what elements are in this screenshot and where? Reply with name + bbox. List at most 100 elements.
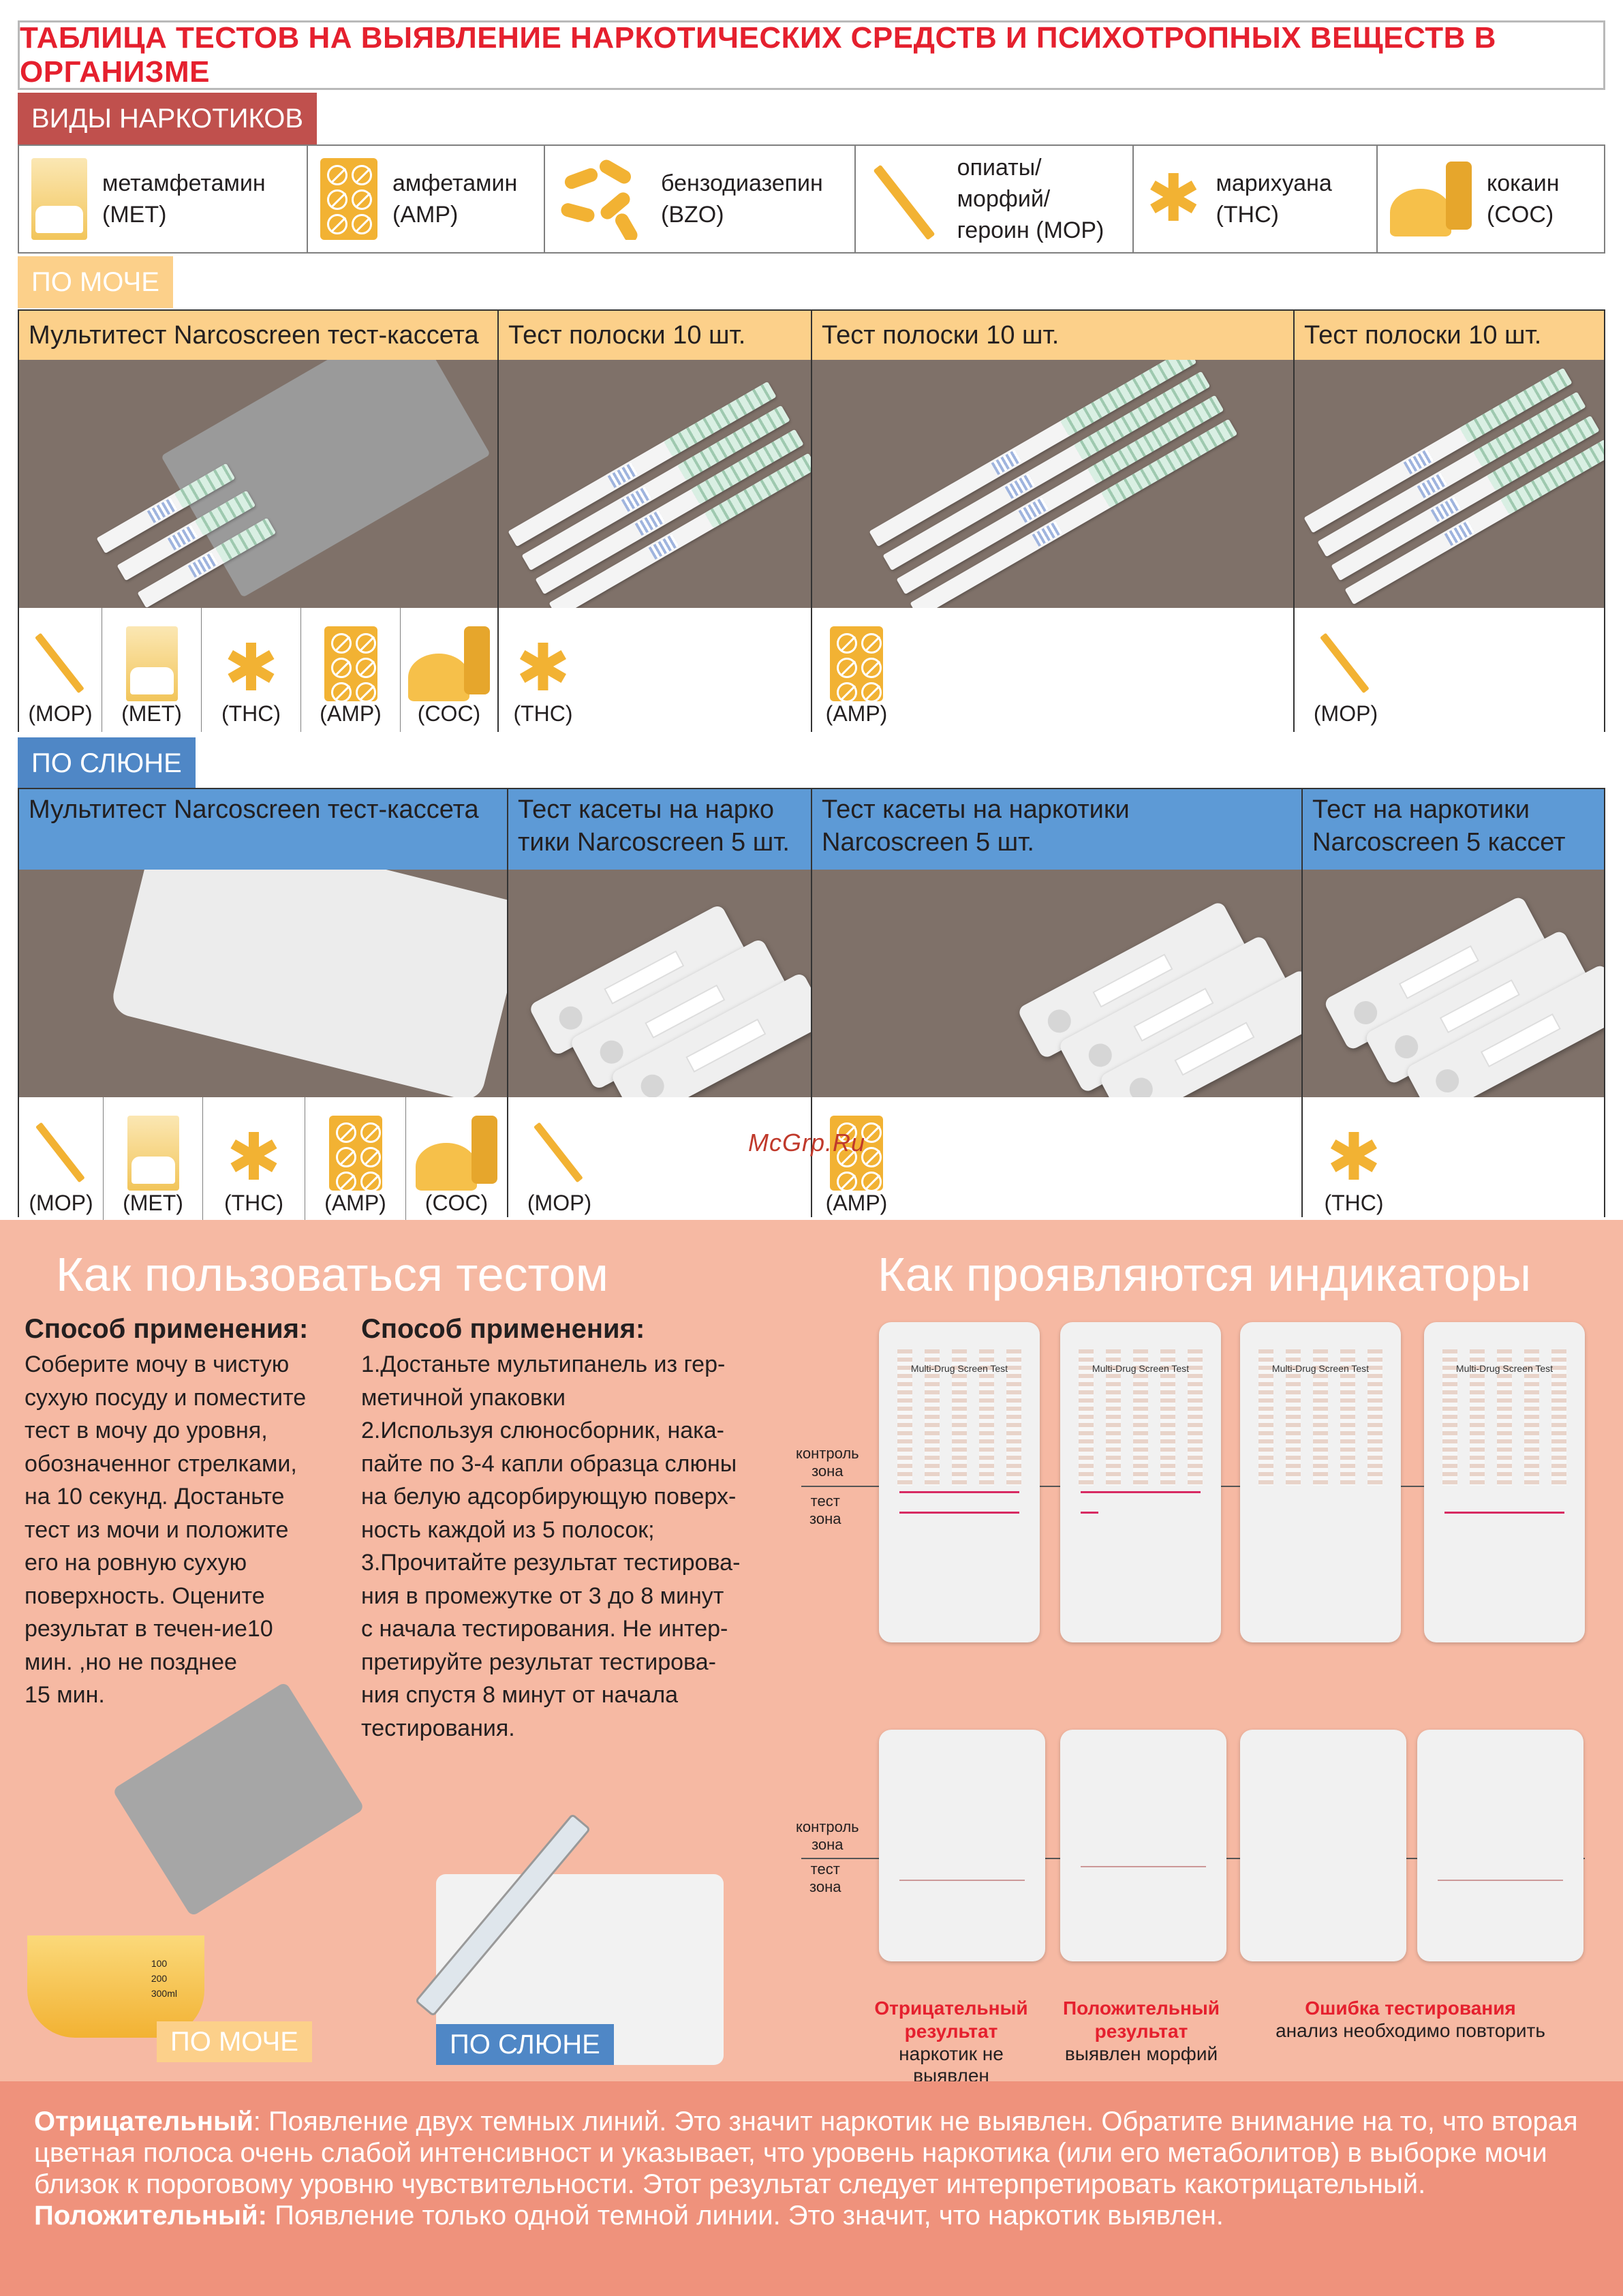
result-title: Ошибка тестирования	[1305, 1997, 1516, 2019]
drug-code: (MET)	[123, 1191, 183, 1215]
icon-cell: (MOP)	[19, 1097, 104, 1221]
drug-code: (THC)	[223, 1191, 284, 1215]
icon-cell: (AMP)	[812, 1097, 901, 1221]
urine-tag-bottom: ПО МОЧЕ	[157, 2021, 312, 2062]
syringe-icon	[31, 1117, 91, 1182]
beaker-mark: 200	[151, 1973, 168, 1984]
product-photo	[1303, 870, 1604, 1097]
negative-text: : Появление двух темных линий. Это значи…	[34, 2107, 1578, 2199]
instructions-section: Как пользоваться тестом Как проявляются …	[0, 1220, 1623, 2086]
positive-explanation: Положительный: Появление только одной те…	[34, 2200, 1589, 2231]
drug-name: марихуана (THC)	[1216, 170, 1332, 228]
beaker-mark: 300ml	[151, 1988, 177, 1999]
drug-code: (THC)	[513, 701, 573, 726]
drug-icons: (MOP) (MET) ✱(THC) (AMP) (COC)	[19, 1097, 507, 1221]
drug-code: (THC)	[221, 701, 281, 726]
urine-method-heading: Способ применения:	[25, 1314, 309, 1344]
icon-cell: (MET)	[102, 608, 202, 732]
panel-title: Тест полоски 10 шт.	[812, 311, 1293, 360]
icon-cell: (MOP)	[19, 608, 102, 732]
drug-name: амфетамин (AMP)	[392, 170, 518, 228]
result-desc: наркотик не выявлен	[899, 2043, 1004, 2086]
indicator-card-saliva	[1240, 1730, 1406, 1961]
beaker-mark: 100	[151, 1958, 168, 1969]
drug-icons: (AMP)	[812, 1097, 1301, 1221]
test-cassette-illustration	[112, 1681, 365, 1917]
icon-cell: (MET)	[104, 1097, 203, 1221]
saliva-method-heading: Способ применения:	[361, 1314, 645, 1344]
bag-icon	[31, 158, 87, 240]
icon-cell: (AMP)	[301, 608, 401, 732]
saliva-method-text: 1.Достаньте мультипанель из гер- метично…	[361, 1351, 741, 1741]
urine-panel-multitest: Мультитест Narcoscreen тест-кассета (MOP…	[18, 309, 499, 732]
product-photo	[1295, 360, 1604, 608]
drug-code: (COC)	[417, 701, 481, 726]
drug-icons: ✱(THC)	[499, 608, 811, 732]
drug-type-coc: кокаин (COC)	[1378, 146, 1604, 252]
pills-icon	[328, 1116, 382, 1192]
leaf-icon: ✱	[515, 632, 571, 705]
product-photo	[508, 870, 811, 1097]
test-zone-label: тест зона	[809, 1493, 841, 1527]
result-positive: Положительный результат выявлен морфий	[1049, 1997, 1233, 2065]
saliva-panel-cassettes-amp: Тест касеты на наркотики Narcoscreen 5 ш…	[811, 788, 1303, 1221]
indicator-card-saliva	[1060, 1730, 1226, 1961]
bag-icon	[125, 626, 178, 701]
result-title: Отрицательный результат	[874, 1997, 1028, 2042]
drug-icons: (MOP)	[1295, 608, 1604, 732]
page-title-box: ТАБЛИЦА ТЕСТОВ НА ВЫЯВЛЕНИЕ НАРКОТИЧЕСКИ…	[18, 20, 1605, 90]
urine-panel-strips-mop: Тест полоски 10 шт. (MOP)	[1293, 309, 1605, 732]
cocaine-icon	[408, 626, 490, 701]
panel-title: Мультитест Narcoscreen тест-кассета	[19, 789, 507, 870]
drug-type-amp: амфетамин (AMP)	[308, 146, 545, 252]
control-zone-label: контроль зона	[796, 1445, 859, 1480]
leaf-icon: ✱	[226, 1121, 281, 1194]
saliva-tag-bottom: ПО СЛЮНЕ	[436, 2024, 614, 2065]
indicator-card-saliva	[879, 1730, 1045, 1961]
urine-tag: ПО МОЧЕ	[18, 256, 173, 308]
urine-panel-strips-amp: Тест полоски 10 шт. (AMP)	[811, 309, 1295, 732]
saliva-tag: ПО СЛЮНЕ	[18, 737, 196, 789]
negative-explanation: Отрицательный: Появление двух темных лин…	[34, 2106, 1589, 2200]
panel-title: Тест касеты на наркотики Narcoscreen 5 ш…	[812, 789, 1301, 870]
icon-cell: ✱(THC)	[499, 608, 587, 732]
drug-code: (MOP)	[29, 1191, 93, 1215]
saliva-panel-multitest: Мультитест Narcoscreen тест-кассета (MOP…	[18, 788, 508, 1221]
icon-cell: (MOP)	[508, 1097, 610, 1221]
indicator-card: Multi-Drug Screen Test	[1240, 1322, 1401, 1642]
product-photo	[499, 360, 811, 608]
pills-icon	[320, 158, 377, 240]
cocaine-icon	[416, 1116, 497, 1191]
syringe-icon	[868, 158, 942, 240]
icon-cell: ✱(THC)	[202, 608, 301, 732]
drug-code: (MOP)	[28, 701, 93, 726]
panel-title: Мультитест Narcoscreen тест-кассета	[19, 311, 497, 360]
leaf-icon: ✱	[223, 632, 279, 705]
result-negative: Отрицательный результат наркотик не выяв…	[863, 1997, 1040, 2087]
test-zone-label-2: тест зона	[809, 1861, 841, 1895]
result-desc: выявлен морфий	[1064, 2043, 1218, 2064]
drug-icons: ✱(THC)	[1303, 1097, 1604, 1221]
card-header: Multi-Drug Screen Test	[1455, 1363, 1554, 1374]
how-to-heading: Как пользоваться тестом	[56, 1248, 608, 1301]
panel-title: Тест полоски 10 шт.	[499, 311, 811, 360]
icon-cell: ✱(THC)	[1303, 1097, 1405, 1221]
product-photo	[19, 870, 507, 1097]
cocaine-icon	[1390, 162, 1472, 236]
drug-code: (MOP)	[527, 1191, 592, 1215]
positive-label: Положительный:	[34, 2201, 267, 2231]
saliva-panel-cassettes-mop: Тест касеты на нарко тики Narcoscreen 5 …	[507, 788, 812, 1221]
drug-name: опиаты/морфий/ героин (MOP)	[957, 155, 1104, 243]
watermark: McGrp.Ru	[748, 1129, 866, 1157]
drug-name: метамфетамин (MET)	[102, 170, 266, 228]
leaf-icon: ✱	[1326, 1121, 1382, 1194]
drug-code: (MOP)	[1313, 701, 1378, 726]
footer-explanation: Отрицательный: Появление двух темных лин…	[0, 2081, 1623, 2296]
drug-type-bzo: бензодиазепин (BZO)	[545, 146, 856, 252]
drug-icons: (MOP)	[508, 1097, 811, 1221]
drug-code: (COC)	[424, 1191, 489, 1215]
capsules-icon	[561, 159, 638, 240]
urine-method-text: Соберите мочу в чистую сухую посуду и по…	[25, 1351, 307, 1708]
result-error: Ошибка тестирования анализ необходимо по…	[1261, 1997, 1560, 2042]
indicator-card: Multi-Drug Screen Test	[1424, 1322, 1585, 1642]
